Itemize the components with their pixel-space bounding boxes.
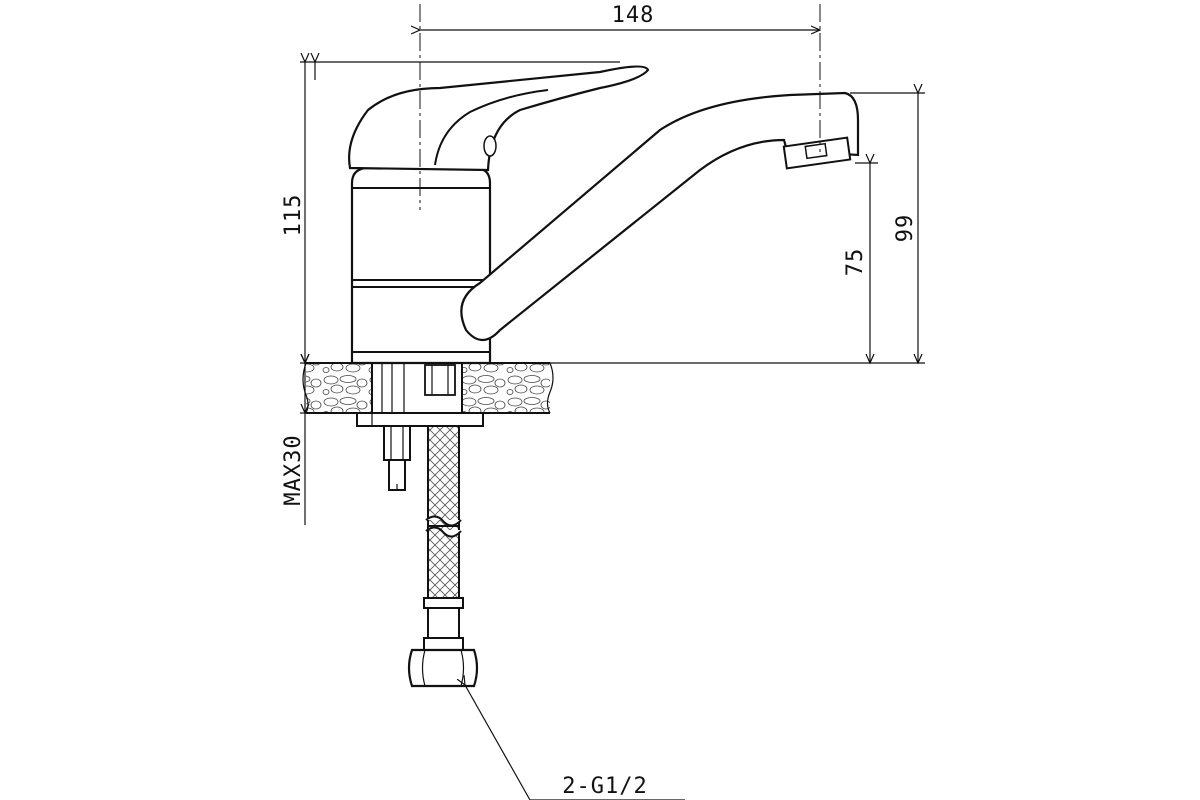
dimension-148-label: 148	[612, 3, 655, 28]
dimension-max-thickness: MAX30	[281, 363, 306, 525]
flexible-hose	[407, 425, 479, 688]
mounting-assembly	[356, 362, 484, 427]
thread-callout: 2-G1/2	[465, 685, 685, 800]
lever-handle	[348, 65, 650, 172]
thread-label: 2-G1/2	[562, 774, 647, 799]
dimension-75-label: 75	[843, 248, 868, 277]
dimension-spout-top-height: 99	[490, 93, 925, 363]
faucet-body	[350, 166, 492, 365]
dimension-total-height: 115	[281, 62, 620, 363]
spout	[460, 91, 860, 342]
dimension-spout-reach: 148	[420, 3, 820, 30]
dimension-115-label: 115	[281, 194, 306, 237]
dimension-99-label: 99	[893, 214, 918, 243]
fixing-stud	[383, 425, 411, 491]
dimension-spout-outlet-height: 75	[843, 163, 878, 363]
dimension-max30-label: MAX30	[281, 434, 306, 505]
